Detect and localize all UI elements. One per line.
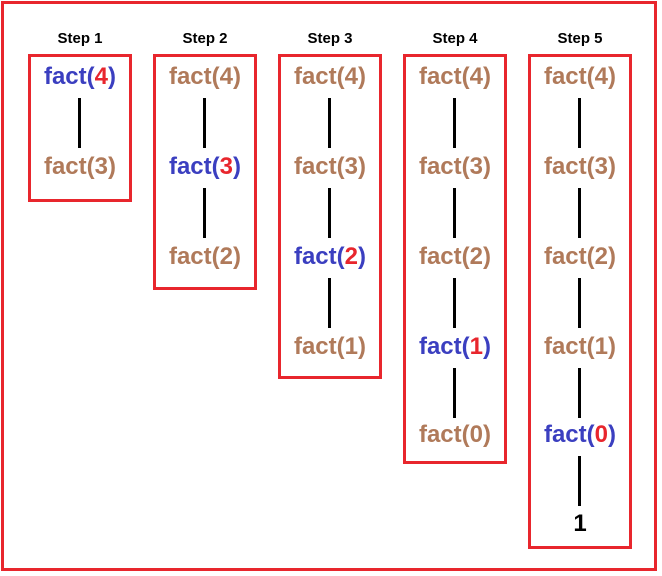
step-2-node-1: fact(3): [168, 153, 242, 180]
step-3-connector-0: [328, 98, 331, 148]
step-2-connector-0: [203, 98, 206, 148]
step-4-connector-1: [453, 188, 456, 238]
step-5-result: 1: [573, 510, 587, 537]
step-5-node-2: fact(2): [543, 243, 617, 270]
step-5-connector-0: [578, 98, 581, 148]
step-4-node-1: fact(3): [418, 153, 492, 180]
step-5-connector-3: [578, 368, 581, 418]
step-4-connector-0: [453, 98, 456, 148]
step-3-connector-2: [328, 278, 331, 328]
step-4-connector-2: [453, 278, 456, 328]
step-4-node-3: fact(1): [418, 333, 492, 360]
step-4-box: [403, 54, 507, 464]
step-label-1: Step 1: [57, 30, 103, 47]
step-label-4: Step 4: [432, 30, 478, 47]
step-3-node-3: fact(1): [293, 333, 367, 360]
step-5-connector-2: [578, 278, 581, 328]
step-4-node-0: fact(4): [418, 63, 492, 90]
step-label-5: Step 5: [557, 30, 603, 47]
step-3-node-0: fact(4): [293, 63, 367, 90]
step-2-node-2: fact(2): [168, 243, 242, 270]
step-1-node-0: fact(4): [43, 63, 117, 90]
step-5-box: [528, 54, 632, 549]
step-5-node-1: fact(3): [543, 153, 617, 180]
step-5-node-0: fact(4): [543, 63, 617, 90]
step-label-3: Step 3: [307, 30, 353, 47]
step-5-connector-4: [578, 456, 581, 506]
step-2-connector-1: [203, 188, 206, 238]
step-1-node-1: fact(3): [43, 153, 117, 180]
step-1-box: [28, 54, 132, 202]
step-5-node-3: fact(1): [543, 333, 617, 360]
step-2-box: [153, 54, 257, 290]
step-2-node-0: fact(4): [168, 63, 242, 90]
step-3-box: [278, 54, 382, 379]
step-4-node-4: fact(0): [418, 421, 492, 448]
step-5-node-4: fact(0): [543, 421, 617, 448]
step-5-connector-1: [578, 188, 581, 238]
step-3-node-1: fact(3): [293, 153, 367, 180]
step-label-2: Step 2: [182, 30, 228, 47]
step-4-connector-3: [453, 368, 456, 418]
step-3-node-2: fact(2): [293, 243, 367, 270]
step-1-connector-0: [78, 98, 81, 148]
step-3-connector-1: [328, 188, 331, 238]
step-4-node-2: fact(2): [418, 243, 492, 270]
